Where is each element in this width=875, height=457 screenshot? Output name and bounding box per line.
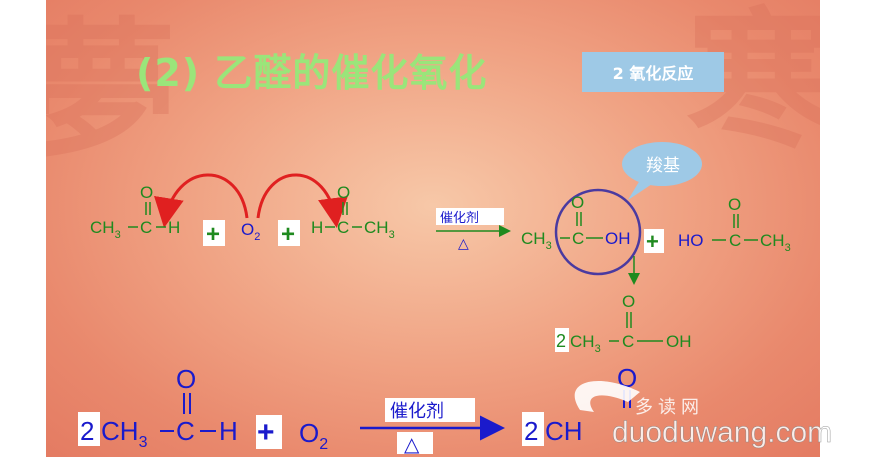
- eq1-h-left: H: [168, 218, 180, 237]
- reaction-type-tag: 2 氧化反应: [582, 52, 724, 92]
- decorative-character: 夢: [46, 3, 177, 179]
- eq2-heat: △: [404, 432, 420, 456]
- plus-sign: +: [281, 221, 295, 248]
- eq1-heat: △: [458, 236, 469, 252]
- plus-box: [278, 220, 300, 246]
- plus-sign: +: [646, 229, 659, 254]
- catalyst-box: [436, 208, 504, 225]
- eq2-catalyst: 催化剂: [390, 401, 444, 422]
- carboxyl-bubble: [622, 142, 702, 186]
- watermark-logo: [574, 380, 640, 412]
- eq1-prod-o: O: [571, 193, 584, 212]
- heat-box: [397, 432, 433, 454]
- eq1-final-ch3: CH3: [570, 332, 601, 355]
- coef-box: [78, 412, 100, 446]
- catalyst-box: [385, 398, 475, 422]
- plus-sign: +: [206, 221, 220, 248]
- eq1-o-left: O: [140, 183, 153, 202]
- eq2-coef-right: 2: [524, 416, 538, 446]
- eq1-coef: 2: [556, 331, 566, 351]
- eq2-o: O: [176, 364, 196, 394]
- eq1-final-o: O: [622, 292, 635, 311]
- plus-sign: +: [257, 416, 275, 449]
- eq1-final-c: C: [622, 332, 634, 351]
- eq1-catalyst: 催化剂: [440, 211, 479, 226]
- eq1-c-right: C: [337, 218, 349, 237]
- eq1-o2: O2: [241, 220, 260, 243]
- eq2-coef: 2: [80, 416, 94, 446]
- page-title: (2) 乙醛的催化氧化: [136, 51, 488, 95]
- watermark-url: duoduwang.com: [612, 416, 832, 449]
- eq1-c-left: C: [140, 218, 152, 237]
- plus-box: [644, 229, 664, 253]
- eq1-ch3-left: CH3: [90, 218, 121, 241]
- eq1-prod2-o: O: [728, 195, 741, 214]
- eq1-prod2-ch3: CH3: [760, 231, 791, 254]
- bubble-label: 羧基: [646, 156, 680, 176]
- eq1-ch3-right: CH3: [364, 218, 395, 241]
- plus-box: [203, 220, 225, 246]
- eq2-c: C: [176, 416, 195, 446]
- eq1-h-right: H: [311, 218, 323, 237]
- eq1-prod2-ho: HO: [678, 231, 704, 250]
- watermark-cn: 多 读 网: [635, 397, 699, 417]
- eq2-h: H: [219, 416, 238, 446]
- coef-box: [522, 412, 544, 446]
- eq2-o2: O2: [299, 418, 328, 453]
- eq2-prod: CH: [545, 416, 583, 446]
- eq1-final-oh: OH: [666, 332, 692, 351]
- red-arrow-left: [154, 173, 249, 228]
- eq2-ch3: CH3: [101, 416, 148, 451]
- red-arrow-right: [256, 173, 348, 228]
- eq1-prod-oh: OH: [605, 229, 631, 248]
- carboxyl-circle: [554, 188, 642, 276]
- plus-box: [256, 415, 282, 449]
- eq1-o-right: O: [337, 183, 350, 202]
- coef-box: [555, 328, 569, 352]
- bubble-tail: [628, 180, 652, 200]
- eq1-prod2-c: C: [729, 231, 741, 250]
- eq1-prod-ch3: CH3: [521, 229, 552, 252]
- eq1-prod-c: C: [572, 229, 584, 248]
